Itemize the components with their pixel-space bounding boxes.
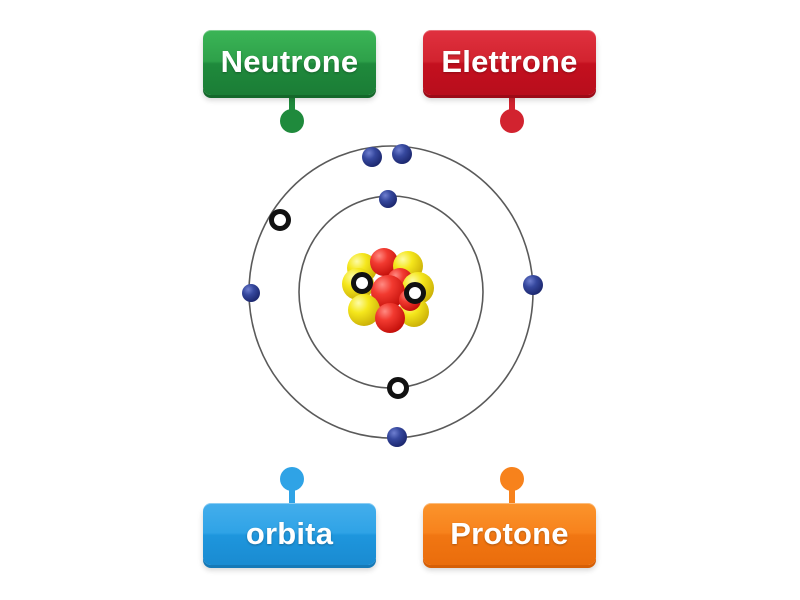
drop-marker-protone[interactable] [404, 282, 426, 304]
drop-marker-neutrone[interactable] [351, 272, 373, 294]
electron-particle [392, 144, 412, 164]
label-orbita[interactable]: orbita [203, 503, 376, 565]
label-neutrone-text: Neutrone [220, 44, 359, 79]
proton-particle [370, 248, 398, 276]
electron-particle [387, 427, 407, 447]
proton-particle [375, 303, 405, 333]
label-elettrone-text: Elettrone [441, 44, 578, 79]
electron-particle [379, 190, 397, 208]
label-protone-text: Protone [450, 515, 569, 551]
proton-particle [371, 275, 405, 309]
drop-marker-elettrone[interactable] [387, 377, 409, 399]
label-orbita-text: orbita [245, 515, 334, 551]
neutron-particle [348, 294, 380, 326]
electron-particle [362, 147, 382, 167]
label-protone[interactable]: Protone [423, 503, 596, 565]
electron-particle [523, 275, 543, 295]
drop-marker-orbita[interactable] [269, 209, 291, 231]
label-neutrone[interactable]: Neutrone [203, 30, 376, 95]
electron-particle [242, 284, 260, 302]
label-elettrone[interactable]: Elettrone [423, 30, 596, 95]
